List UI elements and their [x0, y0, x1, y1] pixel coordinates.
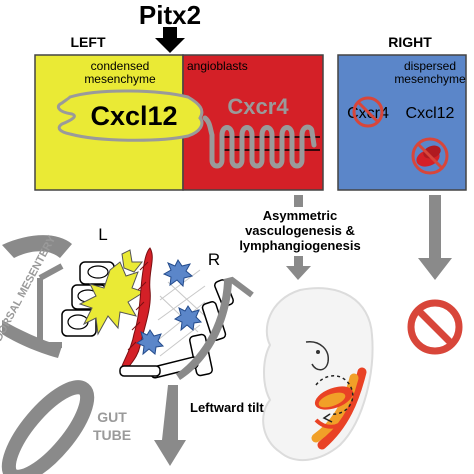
gut-tube	[1, 380, 95, 474]
pitx2-label: Pitx2	[139, 0, 201, 30]
right-mesentery-wall	[176, 282, 232, 380]
cxcl12-left-label: Cxcl12	[90, 101, 177, 131]
left-label: LEFT	[71, 34, 106, 50]
dispersed-mesenchyme-label: mesenchyme	[394, 72, 466, 86]
center-down-arrow	[286, 256, 311, 280]
process-line3: lymphangiogenesis	[239, 238, 360, 253]
no-cxcr4-icon	[352, 96, 384, 128]
stop-icon	[407, 299, 463, 355]
mesenchyme-label: mesenchyme	[84, 72, 156, 86]
pitx2-arrow	[155, 27, 185, 53]
dorsal-mesentery-band	[2, 235, 72, 258]
leftward-tilt-arrow	[154, 385, 186, 466]
right-mesentery-top	[223, 276, 254, 298]
cxcr4-left-label: Cxcr4	[227, 94, 289, 119]
left-bracket	[37, 278, 62, 348]
condensed-mesenchyme-cells	[78, 249, 146, 336]
left-bracket-top	[38, 263, 64, 281]
dispersed-label: dispersed	[404, 59, 456, 73]
right-label: RIGHT	[388, 34, 432, 50]
angioblasts-label: angioblasts	[187, 59, 248, 73]
cxcr4-receptor	[202, 115, 317, 169]
cxcl12-right-label: Cxcl12	[406, 105, 455, 122]
embryo-illustration	[262, 287, 374, 462]
gut-label: GUT	[97, 409, 127, 425]
angioblasts-panel	[182, 54, 324, 191]
dispersed-mesenchyme-panel	[337, 54, 467, 191]
leftward-tilt-label: Leftward tilt	[190, 400, 264, 415]
tube-label: TUBE	[93, 427, 131, 443]
cxcl12-ligand-shape	[56, 89, 204, 142]
no-angioblast-icon	[411, 137, 449, 175]
dispersed-cells	[135, 259, 203, 356]
r-label: R	[208, 250, 220, 269]
dorsal-mesentery-side	[2, 320, 62, 358]
l-label: L	[98, 225, 107, 244]
condensed-label: condensed	[91, 59, 150, 73]
center-arrow-stub	[294, 195, 303, 207]
process-line1: Asymmetric	[263, 208, 337, 223]
process-line2: vasculogenesis &	[245, 223, 355, 238]
right-down-arrow	[418, 195, 452, 280]
